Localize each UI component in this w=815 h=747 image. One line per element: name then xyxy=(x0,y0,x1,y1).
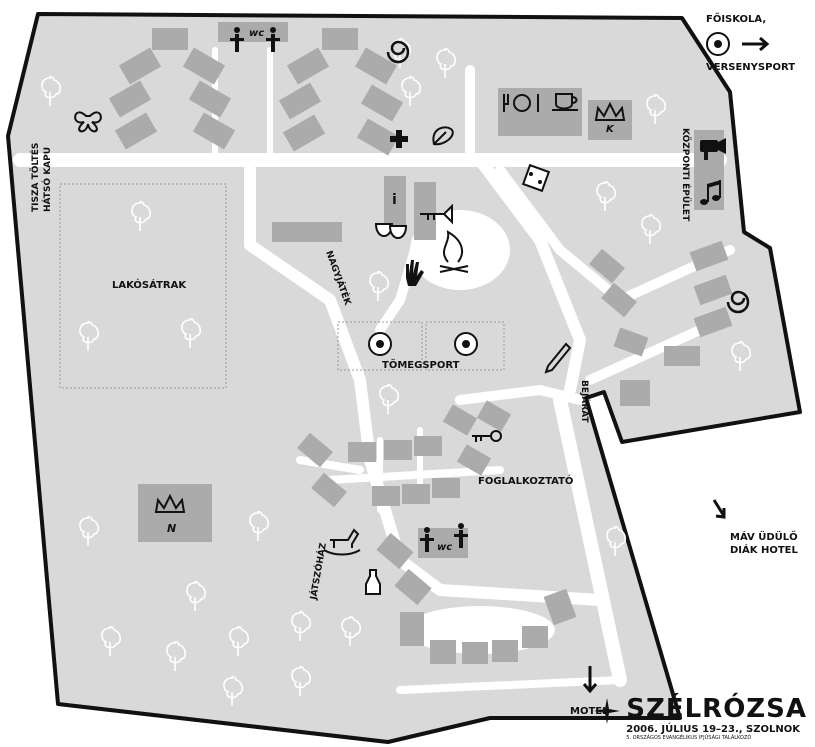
bottle-icon xyxy=(365,569,381,595)
trees xyxy=(41,37,752,706)
wc-label-bottom: wc xyxy=(437,542,452,553)
crown-letter-k: K xyxy=(606,124,615,135)
logo-date: 2006. JÚLIUS 19–23., SZOLNOK xyxy=(626,724,800,735)
campsite-area xyxy=(6,12,802,744)
logo-tagline: 5. ORSZÁGOS EVANGÉLIKUS IFJÚSÁGI TALÁLKO… xyxy=(626,735,752,741)
first-aid-icon xyxy=(390,130,408,148)
football-icon xyxy=(368,32,730,356)
crown-letter-n: N xyxy=(167,522,176,535)
logo-title: SZÉLRÓZSA xyxy=(626,694,807,724)
compass-rose-icon xyxy=(594,698,621,724)
wc-label-top: wc xyxy=(249,28,264,39)
toilet-icon: wc xyxy=(230,27,280,52)
label-tisza-toltes: TISZA TÖLTÉS xyxy=(29,143,41,212)
tent-area xyxy=(59,183,227,389)
key-icon xyxy=(472,430,502,442)
trumpet-icon xyxy=(420,203,453,225)
cutlery-icon xyxy=(503,94,539,112)
toilet-icon-bottom: wc xyxy=(420,523,468,553)
label-kozponti-epulet: KÖZPONTI ÉPÜLET xyxy=(680,128,692,222)
video-camera-icon xyxy=(700,138,726,160)
info-icon: i xyxy=(392,192,397,208)
sports-field-left xyxy=(337,321,423,371)
cup-icon xyxy=(552,93,578,111)
label-motel: MOTEL xyxy=(570,706,609,717)
arrow-icon xyxy=(582,36,770,694)
rocking-horse-icon xyxy=(323,528,361,556)
leaf-icon xyxy=(432,126,454,146)
crown-icon xyxy=(154,101,626,513)
event-logo: SZÉLRÓZSA 2006. JÚLIUS 19–23., SZOLNOK 5… xyxy=(594,694,807,741)
label-versenysport: VERSENYSPORT xyxy=(706,62,796,73)
hand-icon xyxy=(406,260,424,286)
campfire-icon xyxy=(439,230,469,273)
sports-field-right xyxy=(425,321,505,371)
butterfly-icon xyxy=(74,111,102,133)
label-tomegsport: TÖMEGSPORT xyxy=(382,357,460,371)
pencil-icon xyxy=(544,342,572,374)
theatre-masks-icon xyxy=(374,223,408,239)
label-mav-udulo: MÁV ÜDÜLŐ xyxy=(730,532,798,543)
label-bejarat: BEJÁRAT xyxy=(579,380,591,424)
label-lakosatrak: LAKÓSÁTRAK xyxy=(112,278,187,291)
snail-icon xyxy=(386,40,750,314)
label-foglalkoztato: FOGLALKOZTATÓ xyxy=(478,474,573,487)
music-note-icon xyxy=(700,180,721,205)
label-hatso-kapu: HÁTSÓ KAPU xyxy=(41,147,53,212)
label-diak-hotel: DIÁK HOTEL xyxy=(730,545,798,556)
label-foiskola: FŐISKOLA, xyxy=(706,14,767,25)
dice-icon xyxy=(521,163,551,193)
